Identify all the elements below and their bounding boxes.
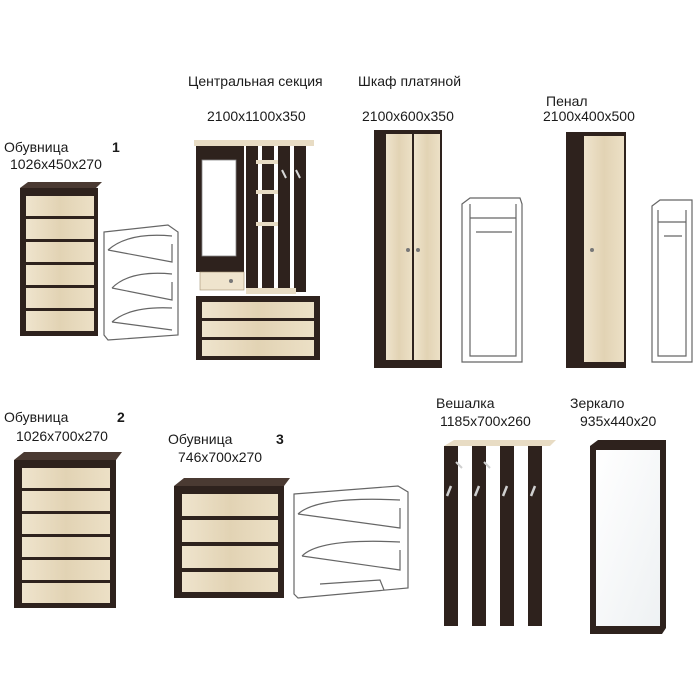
shoe-cabinet-1-sketch [103,224,179,341]
pencil-case-title: Пенал [546,93,588,109]
shoe-cabinet-1-image [20,182,102,336]
shoe-cabinet-2-size: 1026x700x270 [16,428,108,444]
wardrobe-sketch [461,197,523,363]
pencil-case-image [566,132,626,368]
shoe-cabinet-2-number: 2 [117,409,125,425]
hanger-size: 1185x700x260 [440,413,531,429]
wardrobe-size: 2100x600x350 [362,108,454,124]
shoe-cabinet-3-sketch [293,485,409,599]
central-section-title: Центральная секция [188,73,323,89]
central-section-size: 2100x1100x350 [207,108,306,124]
pencil-case-size: 2100x400x500 [543,108,635,124]
shoe-cabinet-1-number: 1 [112,139,120,155]
shoe-cabinet-2-image [14,452,122,608]
wardrobe-image [374,130,442,368]
central-section-image [194,140,320,360]
pencil-case-sketch [651,199,693,363]
shoe-cabinet-3-image [174,478,290,598]
mirror-image [590,440,666,634]
shoe-cabinet-3-title: Обувница [168,431,233,447]
mirror-title: Зеркало [570,395,625,411]
shoe-cabinet-1-size: 1026x450x270 [10,156,102,172]
shoe-cabinet-2-title: Обувница [4,409,69,425]
hanger-title: Вешалка [436,395,495,411]
shoe-cabinet-1-title: Обувница [4,139,69,155]
shoe-cabinet-3-size: 746x700x270 [178,449,263,465]
mirror-size: 935x440x20 [580,413,657,429]
shoe-cabinet-3-number: 3 [276,431,284,447]
wardrobe-title: Шкаф платяной [358,73,462,89]
hanger-image [444,440,556,626]
